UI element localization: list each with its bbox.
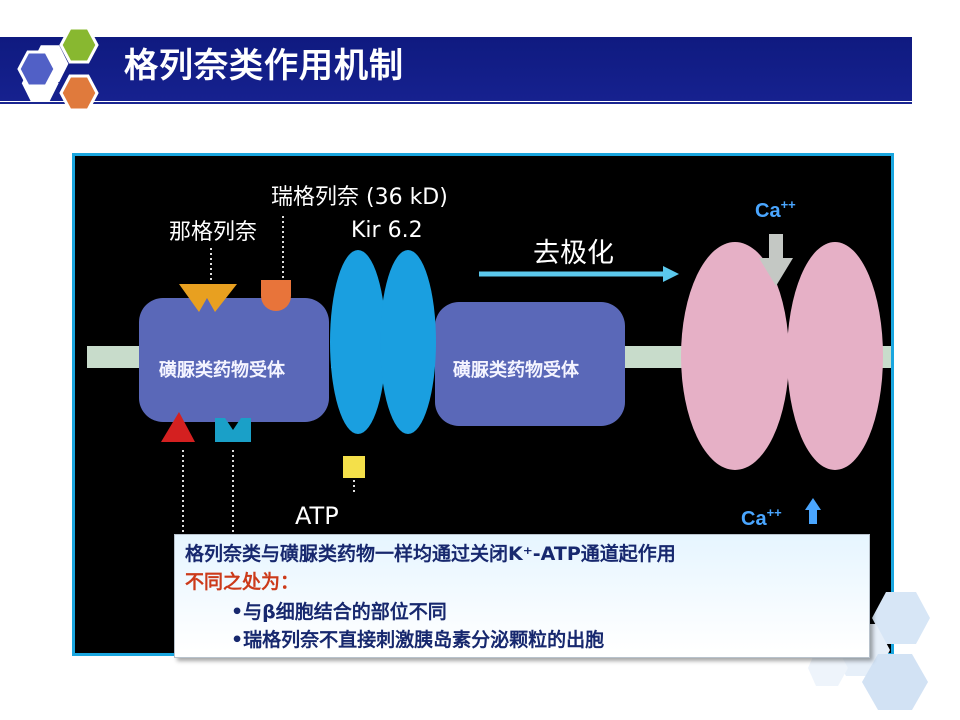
nateglinide-label: 那格列奈 [169, 220, 258, 245]
ca-channel-right [787, 242, 883, 470]
ca-bottom-base: Ca [741, 508, 767, 530]
depolarization-arrow-head [663, 266, 679, 282]
page-title: 格列奈类作用机制 [124, 46, 404, 86]
ca-top-label: Ca++ [755, 198, 796, 221]
note-callout: 格列奈类与磺脲类药物一样均通过关闭K⁺-ATP通道起作用 不同之处为： •与β细… [174, 534, 870, 658]
diagram-graphics [87, 216, 891, 556]
atp-square-icon [343, 456, 365, 478]
ca-top-base: Ca [755, 200, 781, 222]
hexagon-logo-icon [17, 26, 99, 112]
ca-top-sup: ++ [780, 197, 796, 212]
atp-label: ATP [295, 502, 339, 530]
ca-down-arrow-head [759, 258, 793, 286]
note-bullet-exocytosis: •瑞格列奈不直接刺激胰岛素分泌颗粒的出胞 [231, 629, 605, 651]
depolarization-label: 去极化 [533, 238, 614, 269]
note-difference-heading: 不同之处为： [185, 571, 300, 593]
nateglinide-binding-icon [179, 284, 237, 312]
ca-channel-left [681, 242, 789, 470]
kir-channel-right [380, 250, 436, 434]
title-underline [0, 102, 912, 104]
membrane-mid-2 [621, 346, 687, 368]
receptor-left-label: 磺脲类药物受体 [159, 360, 285, 381]
ca-down-arrow-shaft [769, 234, 783, 260]
kir-label: Kir 6.2 [351, 218, 423, 243]
note-bullet-binding-site: •与β细胞结合的部位不同 [231, 601, 447, 623]
repaglinide-binding-icon [261, 280, 291, 311]
ca-bottom-sup: ++ [766, 505, 782, 520]
title-bar [0, 37, 912, 104]
blue-m-icon [215, 418, 251, 442]
receptor-left-shape [139, 298, 329, 422]
membrane-left [87, 346, 141, 368]
receptor-right-shape [435, 302, 625, 426]
ca-up-arrow-shaft [809, 510, 817, 524]
red-triangle-icon [161, 412, 195, 442]
repaglinide-label: 瑞格列奈 (36 kD) [271, 185, 448, 210]
ca-up-arrow-head [805, 498, 821, 510]
receptor-right-label: 磺脲类药物受体 [453, 360, 579, 381]
ca-bottom-label: Ca++ [741, 506, 782, 529]
note-main-statement: 格列奈类与磺脲类药物一样均通过关闭K⁺-ATP通道起作用 [185, 543, 676, 565]
kir-channel-left [330, 250, 386, 434]
